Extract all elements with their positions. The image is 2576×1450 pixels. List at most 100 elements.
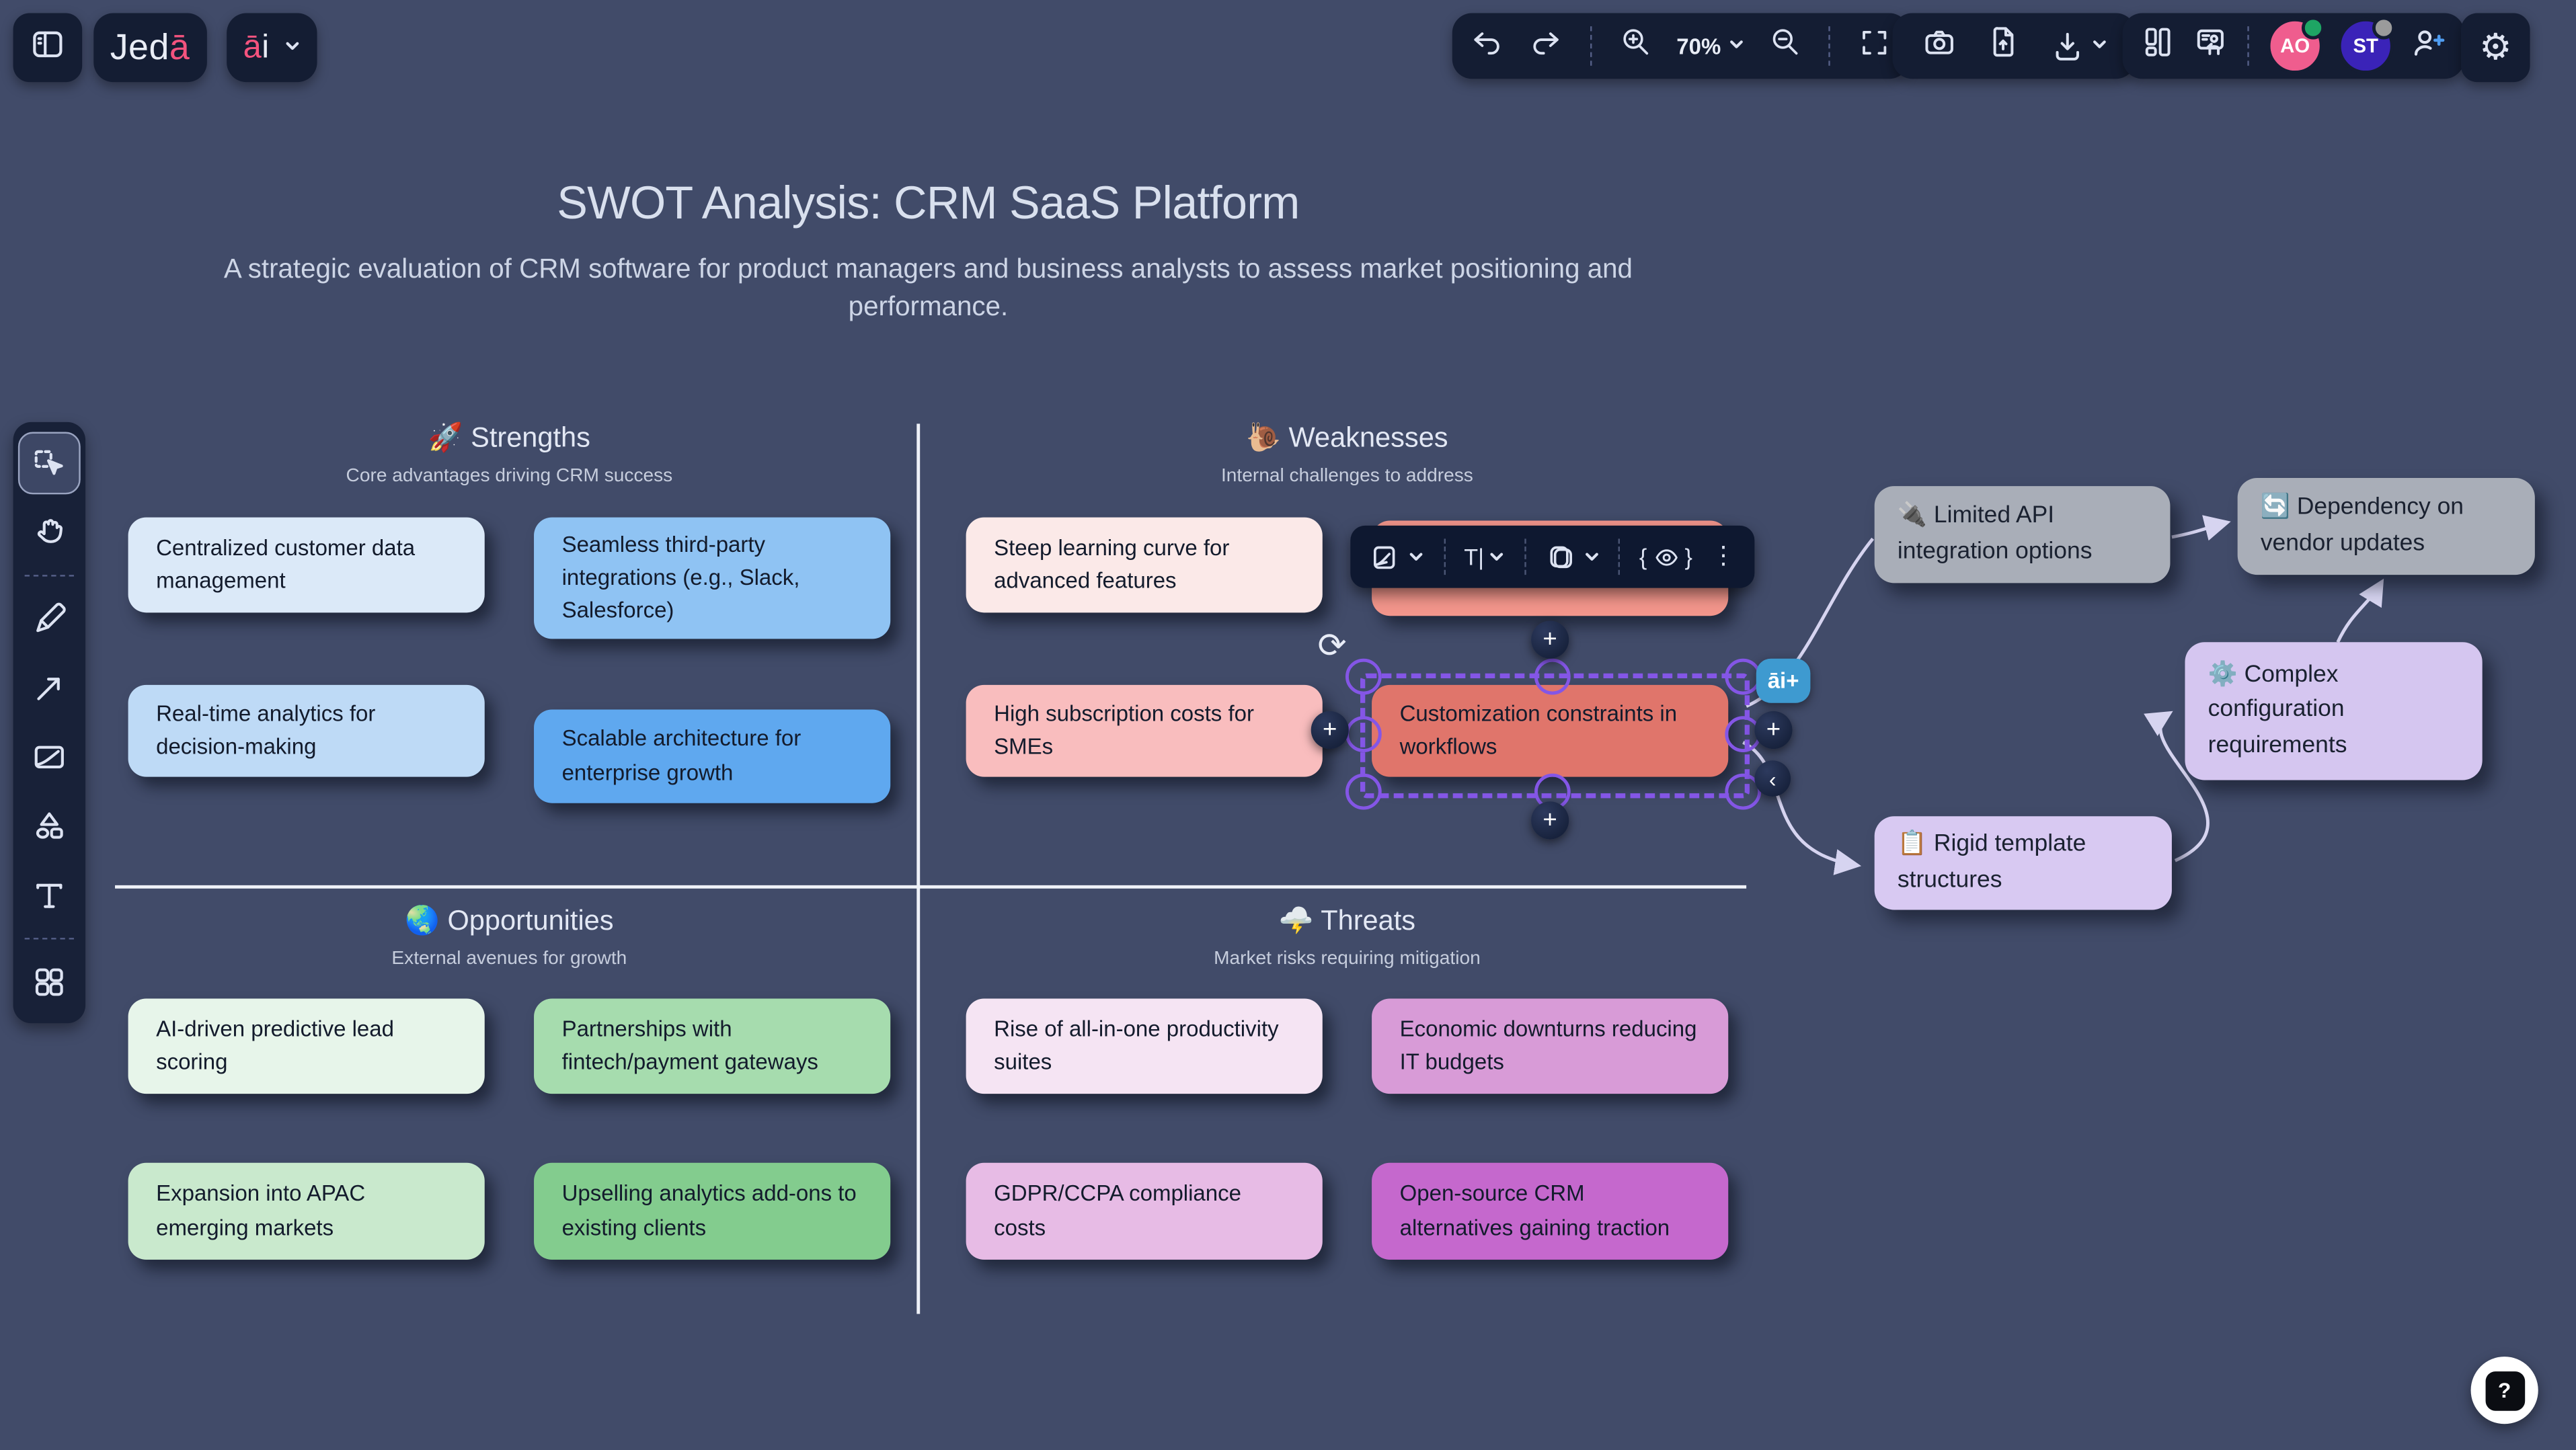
text-style-dropdown[interactable]: T| (1464, 544, 1506, 570)
help-button[interactable]: ? (2470, 1357, 2538, 1424)
quadrant-vertical-divider (916, 424, 921, 1314)
avatar[interactable]: AO (2267, 16, 2325, 74)
question-bubble-icon: ? (2485, 1370, 2524, 1410)
context-toolbar-divider (1618, 538, 1621, 575)
palette-divider (24, 575, 74, 577)
fullscreen-button[interactable] (1857, 24, 1893, 68)
add-collaborator-button[interactable] (2409, 22, 2448, 70)
more-options-kebab-button[interactable]: ⋮ (1711, 541, 1736, 570)
sticky-card[interactable]: Centralized customer data management (128, 517, 485, 613)
selection-handle[interactable] (1345, 773, 1382, 810)
board-layout-button[interactable] (2139, 23, 2177, 69)
ai-menu-button[interactable]: āi (227, 13, 317, 83)
mindmap-node[interactable]: 🔌 Limited API integration options (1874, 486, 2171, 583)
quadrant-header-opportunities: 🌏 Opportunities External avenues for gro… (391, 905, 627, 969)
add-node-top-button[interactable]: + (1531, 620, 1569, 659)
sticky-card[interactable]: Scalable architecture for enterprise gro… (534, 709, 891, 803)
panel-left-icon (28, 24, 68, 71)
chevron-down-icon (284, 33, 301, 63)
ai-expand-badge[interactable]: āi+ (1756, 658, 1811, 703)
avatar-initials: AO (2280, 34, 2310, 58)
quadrant-header-threats: 🌩️ Threats Market risks requiring mitiga… (1214, 905, 1481, 969)
collapse-branch-button[interactable]: ‹ (1754, 760, 1791, 797)
redo-button[interactable] (1528, 24, 1564, 68)
sticky-card[interactable]: High subscription costs for SMEs (966, 684, 1323, 777)
mindmap-node[interactable]: ⚙️ Complex configuration requirements (2185, 642, 2483, 780)
selection-handle[interactable] (1534, 658, 1571, 695)
plug-emoji-icon: 🔌 (1897, 503, 1928, 530)
page-title: SWOT Analysis: CRM SaaS Platform (557, 177, 1300, 229)
settings-button[interactable]: ⚙ (2460, 13, 2530, 83)
page-subtitle: A strategic evaluation of CRM software f… (223, 254, 1633, 322)
quadrant-header-strengths: 🚀 Strengths Core advantages driving CRM … (346, 421, 673, 487)
connector-arrow-tool[interactable] (18, 657, 81, 719)
sticky-card[interactable]: GDPR/CCPA compliance costs (966, 1162, 1323, 1260)
preview-visibility-button[interactable]: { } (1639, 542, 1692, 571)
regenerate-icon[interactable]: ⟳ (1317, 627, 1347, 666)
sticky-card[interactable]: AI-driven predictive lead scoring (128, 998, 485, 1094)
sticky-card[interactable]: Seamless third-party integrations (e.g.,… (534, 517, 891, 639)
toolbar-divider (1590, 26, 1593, 66)
sticky-card[interactable]: Rise of all-in-one productivity suites (966, 998, 1323, 1094)
sticky-card[interactable]: Real-time analytics for decision-making (128, 684, 485, 777)
add-node-bottom-button[interactable]: + (1531, 801, 1569, 840)
sticky-card[interactable]: Steep learning curve for advanced featur… (966, 517, 1323, 613)
select-tool[interactable] (17, 432, 81, 495)
logo-text: Jedā (110, 26, 190, 68)
gear-emoji-icon: ⚙️ (2208, 662, 2238, 689)
presentation-button[interactable] (2191, 23, 2229, 69)
selection-handle[interactable] (1345, 716, 1382, 752)
zoom-out-button[interactable] (1767, 25, 1801, 68)
undo-button[interactable] (1469, 24, 1505, 68)
screenshot-camera-button[interactable] (1920, 23, 1958, 69)
status-badge (2301, 16, 2325, 40)
sticky-card[interactable]: Partnerships with fintech/payment gatewa… (534, 998, 891, 1094)
rocket-emoji-icon: 🚀 (428, 421, 463, 454)
shapes-tool[interactable] (18, 795, 81, 858)
context-toolbar-divider (1524, 538, 1526, 575)
file-export-button[interactable] (1984, 23, 2022, 69)
status-badge (2372, 16, 2396, 40)
quadrant-header-weaknesses: 🐌 Weaknesses Internal challenges to addr… (1220, 421, 1473, 487)
pen-tool[interactable] (18, 588, 81, 651)
toolbar-divider (2247, 26, 2249, 66)
ai-menu-label: āi (243, 28, 270, 65)
storm-emoji-icon: 🌩️ (1278, 905, 1314, 936)
add-node-left-button[interactable]: + (1311, 711, 1349, 750)
download-menu-button[interactable] (2049, 27, 2108, 65)
zoom-level-dropdown[interactable]: 70% (1676, 31, 1744, 61)
brace-open-glyph: { (1639, 543, 1647, 570)
gear-icon: ⚙ (2479, 26, 2512, 68)
snail-emoji-icon: 🐌 (1246, 421, 1281, 454)
sticky-card[interactable]: Open-source CRM alternatives gaining tra… (1372, 1162, 1729, 1260)
fill-style-dropdown[interactable] (1369, 540, 1425, 574)
export-toolbar (1892, 13, 2136, 79)
quadrant-horizontal-divider (115, 885, 1747, 889)
globe-emoji-icon: 🌏 (405, 905, 440, 936)
tool-palette (13, 421, 86, 1024)
sticky-card-selected[interactable]: Customization constraints in workflows (1372, 684, 1729, 777)
sticky-card[interactable]: Economic downturns reducing IT budgets (1372, 998, 1729, 1094)
add-node-right-button[interactable]: + (1754, 711, 1793, 750)
pan-hand-tool[interactable] (18, 501, 81, 563)
sticky-card[interactable]: Expansion into APAC emerging markets (128, 1162, 485, 1260)
selection-handle[interactable] (1345, 658, 1382, 695)
sticky-card[interactable]: Upselling analytics add-ons to existing … (534, 1162, 891, 1260)
avatar[interactable]: ST (2337, 16, 2396, 74)
sidebar-toggle-button[interactable] (13, 13, 83, 83)
shape-style-dropdown[interactable] (1545, 540, 1600, 574)
apps-grid-tool[interactable] (18, 951, 81, 1014)
zoom-in-button[interactable] (1618, 25, 1653, 68)
avatar-initials: ST (2353, 34, 2378, 58)
history-zoom-toolbar: 70% (1452, 13, 1909, 79)
refresh-emoji-icon: 🔄 (2260, 495, 2290, 522)
text-style-icon: T| (1464, 543, 1485, 570)
mindmap-node[interactable]: 📋 Rigid template structures (1874, 816, 2172, 910)
jeda-logo[interactable]: Jedā (93, 13, 206, 83)
clipboard-emoji-icon: 📋 (1897, 832, 1928, 858)
mindmap-node[interactable]: 🔄 Dependency on vendor updates (2237, 477, 2535, 575)
frame-tool[interactable] (18, 726, 81, 789)
text-tool[interactable] (18, 864, 81, 926)
chevron-down-icon (2091, 31, 2107, 61)
